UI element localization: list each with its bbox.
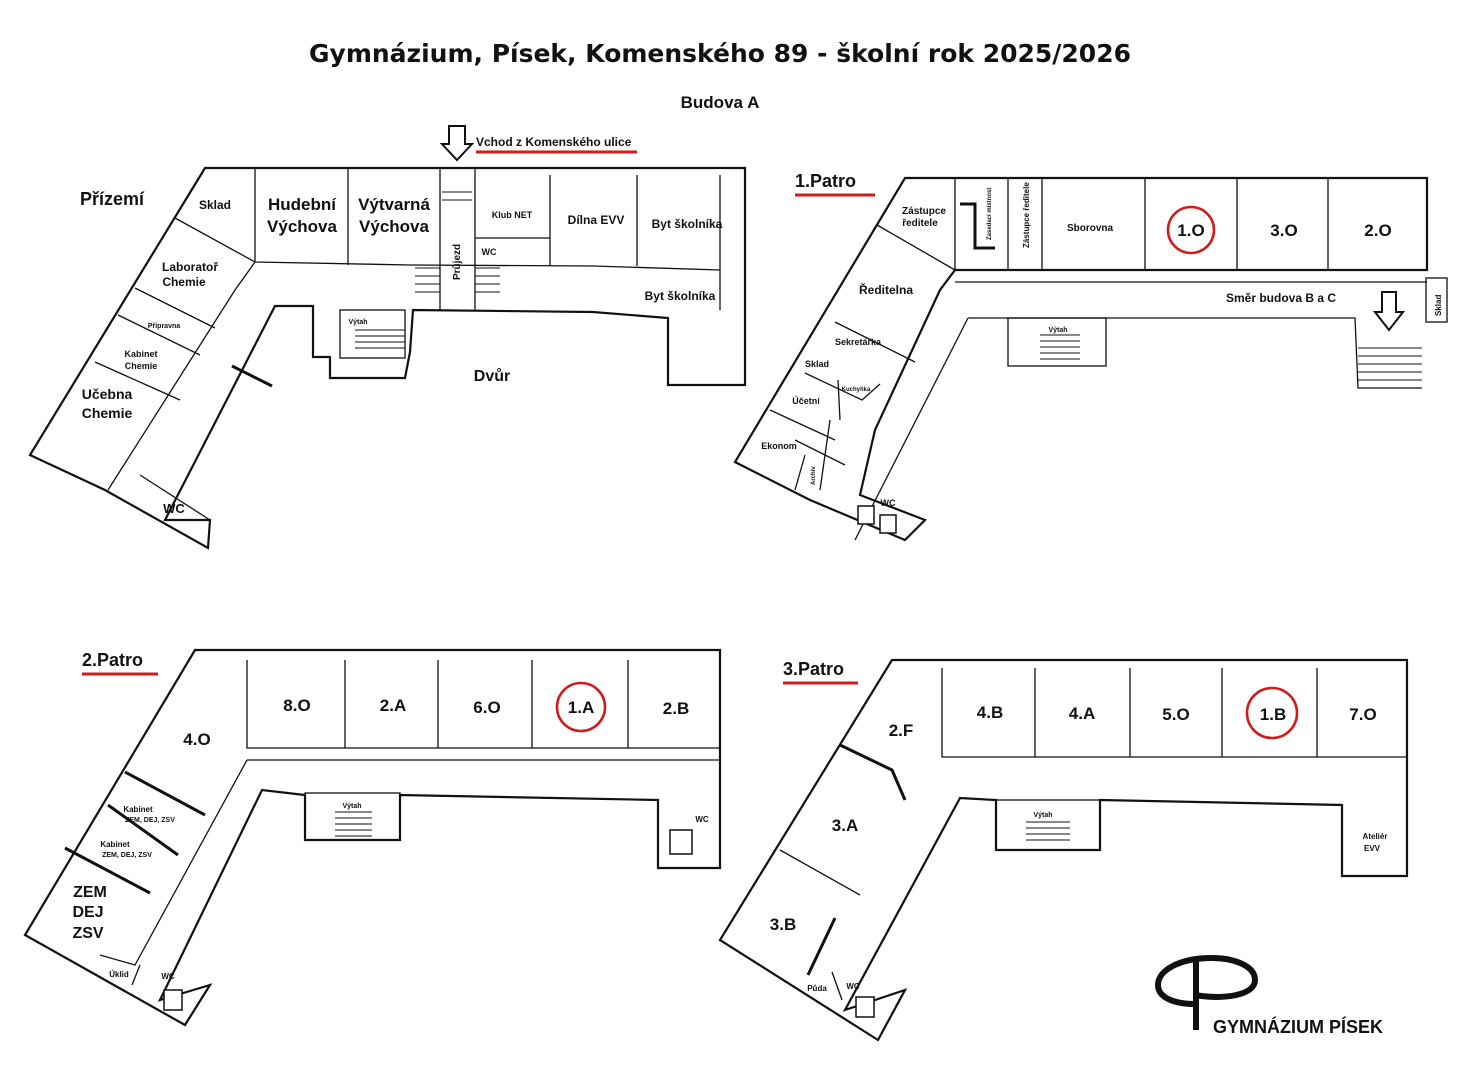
second-floor-plan: 2.Patro 8.O 2.A 6.O 1.A 2.B 4.O Kabinet …: [23, 648, 722, 1027]
room-kabinet1-line1: Kabinet: [123, 805, 153, 814]
room-kabinet2-line2: ZEM, DEJ, ZSV: [102, 852, 152, 859]
wc-man-icon: [879, 514, 897, 534]
wc-icon-left: [163, 989, 183, 1011]
room-laborator-line1: Laboratoř: [162, 260, 218, 274]
room-kabinet1-line2: ZEM, DEJ, ZSV: [125, 817, 175, 824]
room-klub-net: Klub NET: [492, 210, 533, 220]
classroom-8o: 8.O: [283, 696, 310, 715]
room-ucetni: Účetní: [792, 395, 820, 406]
logo-text: GYMNÁZIUM PÍSEK: [1213, 1016, 1383, 1037]
ground-floor-plan: Přízemí Sklad Hudební V: [28, 166, 747, 550]
classroom-3a: 3.A: [832, 816, 858, 835]
classroom-4a: 4.A: [1069, 704, 1095, 723]
room-sklad-first: Sklad: [805, 359, 829, 369]
highlight-circle-1b: [1245, 686, 1299, 740]
room-dej: DEJ: [72, 904, 103, 921]
room-wc-ground: WC: [163, 501, 185, 516]
room-uklid: Úklid: [109, 970, 129, 979]
room-zastupce-vertical: Zástupce ředitele: [1022, 182, 1031, 248]
classroom-3o: 3.O: [1270, 221, 1297, 240]
classroom-2o: 2.O: [1364, 221, 1391, 240]
second-floor-label: 2.Patro: [82, 650, 143, 670]
wc-icon-third: [855, 996, 875, 1018]
room-wc-second-right: WC: [695, 815, 709, 824]
ground-floor-label: Přízemí: [80, 189, 145, 209]
entrance-label: Vchod z Komenského ulice: [476, 135, 632, 149]
room-sklad-side: Sklad: [1434, 295, 1443, 316]
room-kabinet2-line1: Kabinet: [100, 840, 130, 849]
direction-label: Směr budova B a C: [1226, 291, 1336, 305]
room-laborator-line2: Chemie: [162, 275, 206, 289]
room-archiv: Archiv: [811, 466, 817, 485]
building-label: Budova A: [681, 93, 760, 112]
room-byt-skolnika-1: Byt školníka: [652, 217, 723, 231]
room-kuchynka: Kuchyňka: [842, 387, 871, 393]
room-hudebni-line2: Výchova: [267, 217, 337, 236]
room-vytvarna-line2: Výchova: [359, 217, 429, 236]
room-atelier-line2: EVV: [1364, 844, 1381, 853]
room-sborovna: Sborovna: [1067, 223, 1114, 234]
entrance-arrow-icon: [439, 125, 475, 162]
room-wc-first: WC: [881, 498, 896, 508]
room-byt-skolnika-2: Byt školníka: [645, 289, 716, 303]
first-floor-label: 1.Patro: [795, 171, 856, 191]
room-zem: ZEM: [73, 884, 107, 901]
room-hudebni-line1: Hudební: [268, 195, 337, 214]
lift-third: Výtah: [1033, 812, 1052, 819]
highlight-circle-1a: [555, 681, 607, 733]
room-zasedaci-mistnost: Zasedací místnost: [987, 188, 993, 240]
room-ucebna-chemie-line2: Chemie: [82, 405, 133, 421]
room-wc-third: WC: [846, 982, 860, 991]
room-vytvarna-line1: Výtvarná: [358, 195, 430, 214]
classroom-3b: 3.B: [770, 915, 796, 934]
room-puda: Půda: [807, 984, 827, 993]
room-sklad: Sklad: [199, 198, 231, 212]
room-reditelna: Ředitelna: [859, 282, 913, 297]
room-ucebna-chemie-line1: Učebna: [82, 386, 133, 402]
room-kabinet-chemie-line1: Kabinet: [124, 349, 157, 359]
room-zastupce-line1: Zástupce: [902, 206, 946, 217]
lift-ground: Výtah: [348, 319, 367, 326]
classroom-6o: 6.O: [473, 698, 500, 717]
classroom-2b: 2.B: [663, 699, 689, 718]
classroom-4b: 4.B: [977, 703, 1003, 722]
room-zsv: ZSV: [72, 925, 103, 942]
classroom-7o: 7.O: [1349, 705, 1376, 724]
wc-woman-icon: [857, 505, 875, 525]
lift-second: Výtah: [342, 803, 361, 810]
classroom-2a: 2.A: [380, 696, 406, 715]
direction-arrow-icon: [1372, 291, 1406, 332]
room-wc-second-left: WC: [161, 972, 175, 981]
classroom-5o: 5.O: [1162, 705, 1189, 724]
classroom-1o: 1.O: [1177, 221, 1204, 240]
room-ekonom: Ekonom: [761, 441, 797, 451]
classroom-4o: 4.O: [183, 730, 210, 749]
highlight-circle-1o: [1166, 205, 1216, 255]
room-pripravna: Přípravna: [148, 323, 180, 330]
room-kabinet-chemie-line2: Chemie: [125, 361, 158, 371]
room-atelier-line1: Ateliér: [1363, 832, 1388, 841]
school-logo: GYMNÁZIUM PÍSEK: [1154, 955, 1383, 1037]
room-sekretarka: Sekretářka: [835, 337, 882, 347]
first-floor-plan: 1.Patro: [733, 171, 1448, 542]
classroom-1a: 1.A: [568, 698, 594, 717]
room-zastupce-line2: ředitele: [902, 218, 938, 229]
lift-first: Výtah: [1048, 327, 1067, 334]
third-floor-label: 3.Patro: [783, 659, 844, 679]
classroom-1b: 1.B: [1260, 705, 1286, 724]
third-floor-plan: 3.Patro 2.F 4.B 4.A 5.O 1.B 7.O 3.A 3.B …: [718, 658, 1409, 1042]
room-dilna-evv: Dílna EVV: [568, 213, 625, 227]
wc-icon-right: [669, 829, 693, 855]
classroom-2f: 2.F: [889, 721, 914, 740]
page-title: Gymnázium, Písek, Komenského 89 - školní…: [309, 39, 1131, 68]
room-wc-ground-top: WC: [482, 247, 497, 257]
room-prujezd: Průjezd: [451, 244, 463, 280]
courtyard-label: Dvůr: [474, 368, 510, 385]
